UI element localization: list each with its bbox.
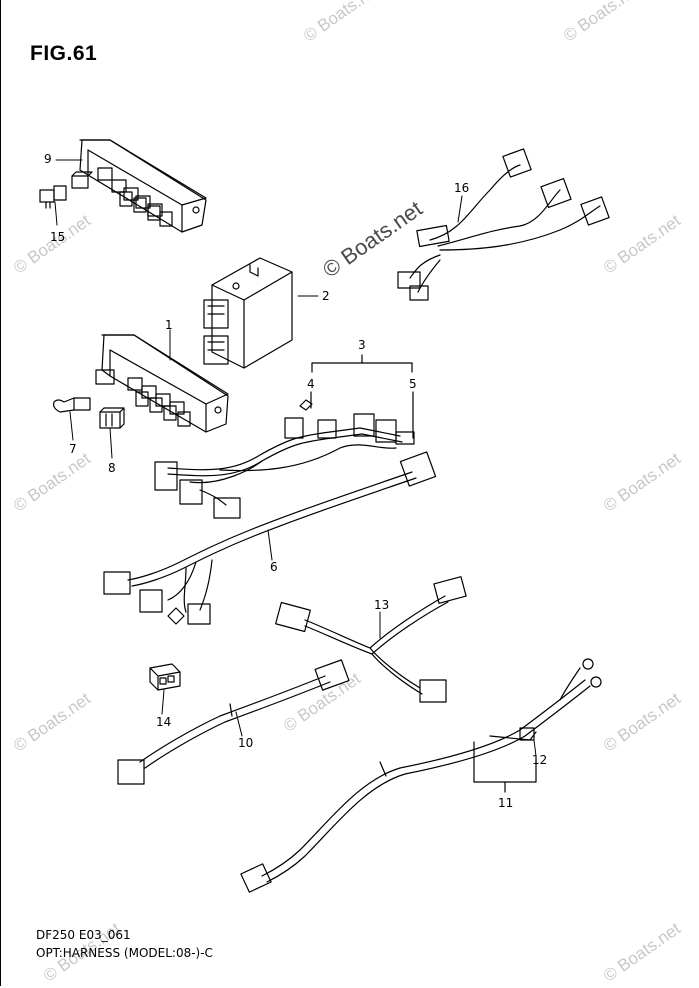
- callout-16: 16: [454, 181, 470, 195]
- callout-10: 10: [238, 736, 254, 750]
- harness-10: [118, 660, 349, 784]
- fuse-box-9: [80, 140, 206, 232]
- ecu-module-2: [204, 258, 292, 368]
- callout-5: 5: [409, 377, 417, 391]
- harness-13: [276, 577, 466, 702]
- leader-lines: [55, 160, 536, 756]
- fuse-box-1: [96, 335, 228, 432]
- callout-1: 1: [165, 318, 173, 332]
- fuse-7: [54, 398, 90, 412]
- callout-12: 12: [532, 753, 548, 767]
- figure-title: FIG.61: [30, 42, 98, 65]
- connector-8: [100, 408, 124, 428]
- callout-14: 14: [156, 715, 172, 729]
- harness-6: [104, 452, 436, 624]
- figure-code: DF250 E03_061: [36, 928, 131, 942]
- bracket-3: [311, 355, 413, 438]
- callout-13: 13: [374, 598, 390, 612]
- callout-11: 11: [498, 796, 514, 810]
- callout-3: 3: [358, 338, 366, 352]
- callout-2: 2: [322, 289, 330, 303]
- connector-15: [40, 186, 66, 208]
- callout-15: 15: [50, 230, 66, 244]
- bracket-11: [474, 742, 536, 792]
- callout-9: 9: [44, 152, 52, 166]
- callout-8: 8: [108, 461, 116, 475]
- callout-7: 7: [69, 442, 77, 456]
- harness-16: [398, 149, 609, 300]
- connector-14: [150, 664, 180, 690]
- callout-6: 6: [270, 560, 278, 574]
- harness-3: [155, 400, 414, 518]
- figure-caption: OPT:HARNESS (MODEL:08-)-C: [36, 946, 213, 960]
- connector-9-small: [72, 172, 92, 188]
- harness-11: [241, 659, 601, 892]
- callout-4: 4: [307, 377, 315, 391]
